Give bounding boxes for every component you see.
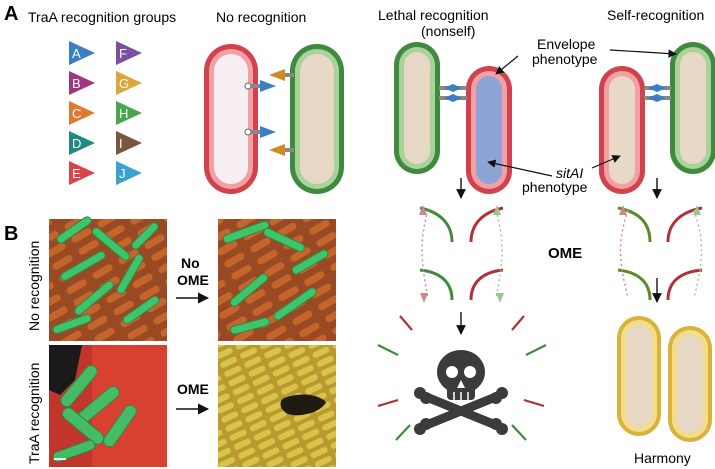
receptor-pair-self [644, 84, 671, 102]
green-cell-self [670, 42, 715, 174]
receptor-pair-lethal [439, 84, 467, 102]
micrograph-no-recognition-after [218, 219, 336, 341]
sitai-label-2: phenotype [522, 179, 588, 195]
ome-exchange-self [617, 206, 703, 301]
group-letter: A [72, 46, 81, 61]
group-letter: F [119, 46, 127, 61]
arrow1-label-line2: OME [177, 272, 209, 288]
traa-receptors-green [269, 69, 294, 156]
red-cell-self [599, 66, 645, 194]
group-g-icon: G [116, 71, 142, 95]
panel-a-letter: A [4, 3, 18, 25]
sitai-arrow-self [591, 155, 621, 169]
red-cell-lethal [466, 66, 512, 194]
yellow-cell-2 [668, 326, 712, 442]
row-label-traa-recognition: TraA recognition [26, 363, 42, 464]
self-arrow-tip-2 [693, 205, 701, 215]
group-b-icon: B [69, 71, 95, 95]
micrograph-traa-recognition-after [218, 345, 336, 467]
envelope-arrow-lethal [495, 55, 519, 75]
group-h-icon: H [116, 101, 142, 125]
lethal-arrow-tip-4 [496, 293, 504, 303]
lethal-arrow-tip-1 [419, 205, 427, 215]
group-c-icon: C [69, 101, 95, 125]
self-arrow-tip-1 [619, 205, 627, 215]
self-recognition-title: Self-recognition [607, 7, 704, 23]
group-letter: H [119, 106, 128, 121]
group-j-icon: J [116, 161, 142, 185]
envelope-arrow-self [609, 49, 677, 58]
ome-exchange-lethal [419, 206, 504, 301]
group-letter: G [119, 76, 129, 91]
group-e-icon: E [69, 161, 95, 185]
group-letter: B [72, 76, 81, 91]
green-cell-lethal [394, 42, 440, 174]
lethal-title-1: Lethal recognition [378, 7, 489, 23]
yellow-cell-1 [617, 316, 661, 436]
group-i-icon: I [116, 131, 142, 155]
micrograph-traa-recognition-before [49, 345, 167, 467]
panel-b-letter: B [4, 223, 18, 245]
row-label-no-recognition: No recognition [26, 241, 42, 331]
group-d-icon: D [69, 131, 95, 155]
green-cell-no-recognition [290, 44, 344, 194]
red-cell-no-recognition [204, 44, 258, 194]
sitai-arrow-lethal [487, 159, 553, 177]
group-letter: J [119, 166, 126, 181]
lethal-arrow-tip-3 [420, 293, 428, 303]
group-letter: D [72, 136, 81, 151]
skull-crossbones-icon [377, 315, 547, 441]
micrograph-no-recognition-before [49, 216, 167, 341]
group-letter: E [72, 166, 81, 181]
lethal-arrow-tip-2 [493, 205, 501, 215]
arrow1-label-line1: No [181, 255, 200, 271]
groups-title: TraA recognition groups [28, 9, 176, 25]
group-letter: C [72, 106, 81, 121]
group-letter: I [119, 136, 123, 151]
envelope-label-2: phenotype [532, 51, 598, 67]
group-f-icon: F [116, 41, 142, 65]
ome-label: OME [548, 245, 582, 262]
arrow2-label: OME [177, 381, 209, 397]
lethal-title-2: (nonself) [421, 23, 475, 39]
sitai-label-1: sitAI [556, 165, 583, 181]
envelope-label-1: Envelope [537, 36, 596, 52]
group-a-icon: A [69, 41, 95, 65]
traa-receptors-red [244, 80, 276, 138]
no-recognition-title: No recognition [216, 9, 306, 25]
harmony-label: Harmony [634, 450, 691, 466]
